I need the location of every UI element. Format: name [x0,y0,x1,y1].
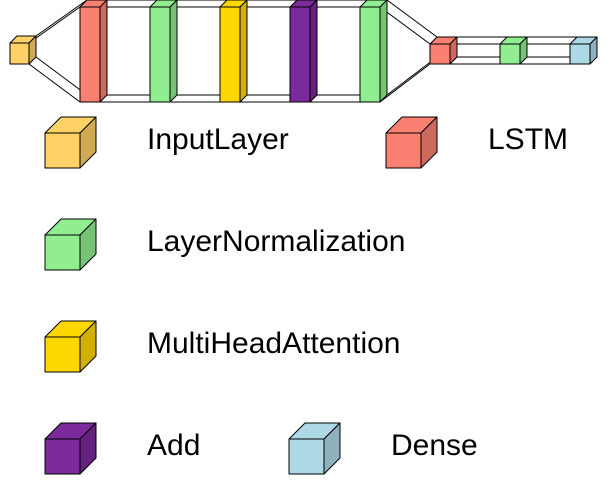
cube-front-face [44,132,81,169]
cube-front-face [429,43,451,65]
legend-label-input-layer: InputLayer [147,123,289,156]
cube-front-face [79,6,101,103]
connector-line [28,6,81,44]
layer-block-input-layer [9,35,37,65]
cube-side-face [379,0,388,103]
legend-label-multi-head-attention: MultiHeadAttention [147,327,400,360]
cube-front-face [44,438,81,475]
cube-front-face [149,6,171,103]
layer-block-add [289,0,318,103]
legend-item-dense: Dense [288,422,478,475]
cube-front-face [219,6,241,103]
cube-front-face [359,6,381,103]
legend: InputLayer LSTM LayerNormalization Multi… [44,116,568,475]
cube-side-face [309,0,318,103]
connector-line [379,6,431,45]
connector-line [28,63,81,103]
legend-item-multi-head-attention: MultiHeadAttention [44,320,400,373]
legend-item-layer-normalization: LayerNormalization [44,218,405,271]
connector-line [379,63,431,103]
legend-label-lstm: LSTM [488,123,568,156]
network-layers [9,0,598,103]
legend-label-add: Add [147,429,200,462]
connector-line [386,0,438,38]
cube-front-face [385,132,422,169]
cube-front-face [289,6,311,103]
layer-normalization-cube-icon [44,218,97,271]
legend-label-layer-normalization: LayerNormalization [147,225,405,258]
legend-item-input-layer: InputLayer [44,116,289,169]
legend-label-dense: Dense [391,429,478,462]
cube-front-face [44,336,81,373]
layer-block-lstm [79,0,108,103]
cube-front-face [499,43,521,65]
layer-block-layer-normalization [149,0,178,103]
connector-line [35,0,88,37]
input-layer-cube-icon [44,116,97,169]
legend-item-add: Add [44,422,200,475]
cube-front-face [9,42,30,65]
layer-block-multi-head-attention [219,0,248,103]
lstm-cube-icon [385,116,438,169]
layer-block-lstm [429,36,458,65]
cube-side-face [99,0,108,103]
connector-line [35,56,88,96]
legend-item-lstm: LSTM [385,116,568,169]
cube-side-face [169,0,178,103]
cube-front-face [569,43,591,65]
layer-connectors [28,0,577,103]
cube-front-face [44,234,81,271]
layer-block-layer-normalization [499,36,528,65]
cube-front-face [288,438,325,475]
dense-cube-icon [288,422,341,475]
layer-block-dense [569,36,598,65]
layer-block-layer-normalization [359,0,388,103]
add-cube-icon [44,422,97,475]
connector-line [386,56,438,96]
cube-side-face [239,0,248,103]
multi-head-attention-cube-icon [44,320,97,373]
